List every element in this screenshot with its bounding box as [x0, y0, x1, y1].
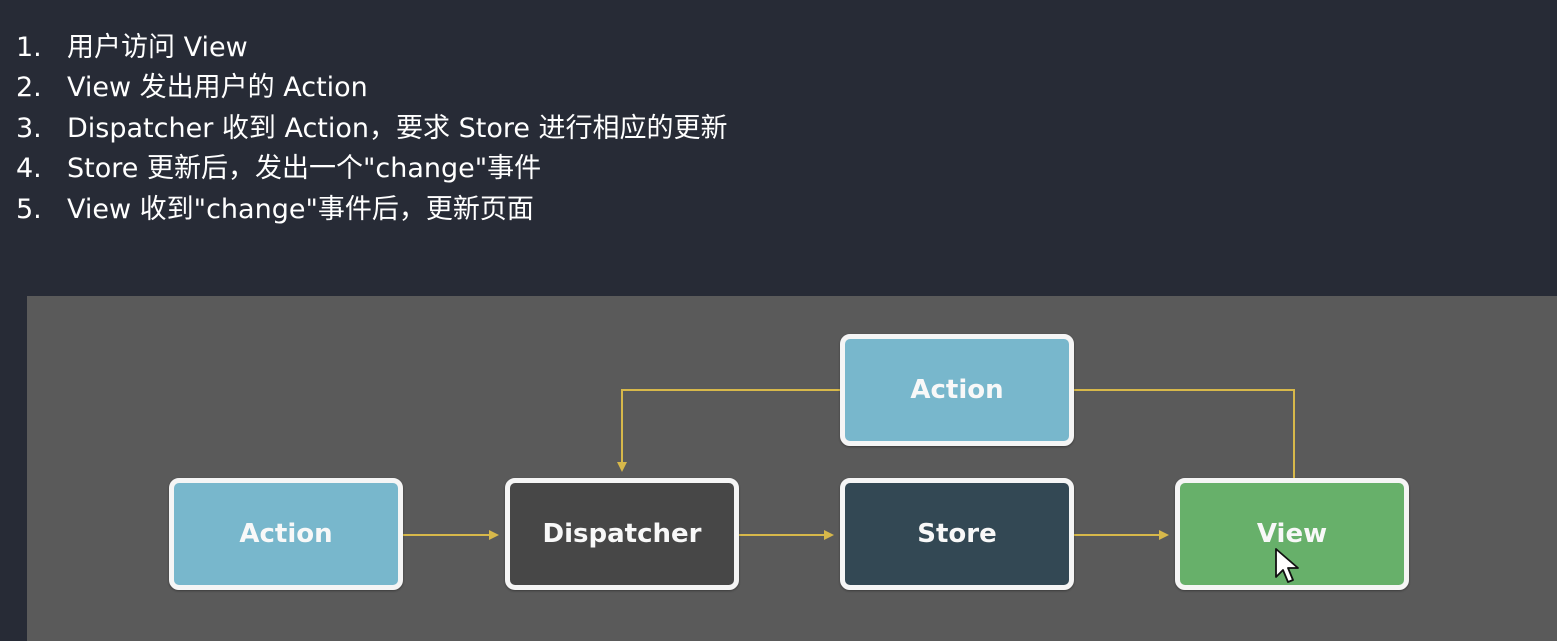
step-text: View 发出用户的 Action: [67, 72, 368, 103]
dispatcher-node: Dispatcher: [505, 478, 739, 590]
store-node: Store: [840, 478, 1074, 590]
step-text: Store 更新后，发出一个"change"事件: [67, 153, 542, 184]
diagram-connectors: [403, 389, 1295, 540]
step-number: 4.: [16, 153, 42, 184]
mouse-pointer-icon: [1275, 548, 1299, 583]
step-number: 5.: [16, 194, 42, 225]
flux-diagram-panel: Action Action Dispatcher Store View: [27, 296, 1557, 641]
step-number: 3.: [16, 113, 42, 144]
step-text: 用户访问 View: [67, 32, 248, 63]
step-number: 2.: [16, 72, 42, 103]
line-view-to-action: [1074, 389, 1295, 478]
action-node-top: Action: [840, 334, 1074, 446]
step-text: Dispatcher 收到 Action，要求 Store 进行相应的更新: [67, 113, 728, 144]
action-node: Action: [169, 478, 403, 590]
view-node: View: [1175, 478, 1409, 590]
arrow-action-to-dispatcher-loop: [617, 389, 840, 472]
step-text: View 收到"change"事件后，更新页面: [67, 194, 534, 225]
step-number: 1.: [16, 32, 42, 63]
